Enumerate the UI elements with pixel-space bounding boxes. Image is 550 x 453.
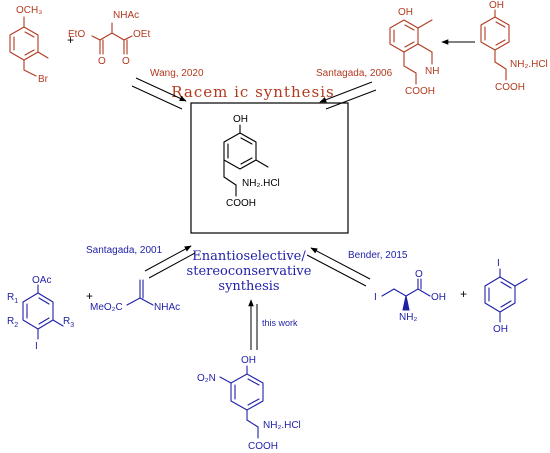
enantioselective-title: Enantioselective/ stereoconservative syn… xyxy=(187,249,312,294)
santagada-plus: + xyxy=(86,289,93,303)
wang-malonate xyxy=(91,22,133,55)
wang-arrow-a xyxy=(135,77,187,102)
tic-nh-label: NH xyxy=(425,66,439,77)
tic-molecule xyxy=(389,19,433,85)
nitrotyr-oh-label: OH xyxy=(241,355,256,366)
iodocresol-molecule xyxy=(484,268,528,323)
santagada-r2-label: R2 xyxy=(7,316,18,329)
wang-arrow-b xyxy=(131,85,183,110)
nitrotyr-o2n-label: O₂N xyxy=(197,373,216,384)
iodocresol-oh-label: OH xyxy=(493,324,508,335)
santagada-aryl xyxy=(22,284,64,340)
wang-oet-label: OEt xyxy=(133,29,150,40)
bender-arrow-b xyxy=(306,254,367,287)
center-oh-label: OH xyxy=(233,114,248,125)
center-acid-label: COOH xyxy=(226,198,256,209)
santagada-2006-arrow-b xyxy=(325,89,377,110)
iodoalanine-nh2-label: NH₂ xyxy=(399,312,417,323)
target-box xyxy=(190,102,349,234)
santagada-2001-arrow-b xyxy=(148,252,196,279)
meo2c-label: MeO₂C xyxy=(90,302,123,313)
tic-cooh-label: COOH xyxy=(405,86,435,97)
santagada-2001-citation: Santagada, 2001 xyxy=(86,245,163,256)
svg-text:Enantioselective/: Enantioselective/ xyxy=(192,249,306,264)
tyr-amine-label: NH₂.HCl xyxy=(510,59,548,70)
santagada-2006-citation: Santagada, 2006 xyxy=(316,68,393,79)
nitrotyr-amine-label: NH₂.HCl xyxy=(263,420,301,431)
santagada-r1-label: R1 xyxy=(7,292,18,305)
center-amine-label: NH₂.HCl xyxy=(242,178,280,189)
wang-eto-label: EtO xyxy=(68,29,85,40)
iodoalanine-oh-label: OH xyxy=(431,292,446,303)
santagada-oac-label: OAc xyxy=(32,275,51,286)
iodoalanine-i-label: I xyxy=(374,292,377,303)
tyrosine-molecule xyxy=(480,9,510,81)
bender-citation: Bender, 2015 xyxy=(348,250,408,261)
wang-methoxy-label: OCH₃ xyxy=(16,5,42,16)
dehydroalanine-molecule xyxy=(126,279,154,306)
racemic-title: Racem ic synthesis xyxy=(171,83,334,101)
dha-nhac-label: NHAc xyxy=(154,302,180,313)
wang-bromo-label: Br xyxy=(38,74,49,85)
tyr-oh-label: OH xyxy=(489,0,504,11)
iodoalanine-molecule xyxy=(381,278,431,311)
tyr-cooh-label: COOH xyxy=(495,82,525,93)
santagada-iodo-label: I xyxy=(35,341,38,352)
iodocresol-i-label: I xyxy=(497,258,500,269)
wang-aryl-bromide xyxy=(9,16,49,77)
wang-plus: + xyxy=(67,33,74,47)
nitrotyr-cooh-label: COOH xyxy=(248,441,278,452)
wang-nhac-label: NHAc xyxy=(113,10,139,21)
bender-arrow-a xyxy=(310,247,371,280)
this-work-citation: this work xyxy=(262,318,298,328)
svg-text:synthesis: synthesis xyxy=(218,279,279,294)
santagada-2006-arrow-a xyxy=(319,81,373,103)
wang-o1-label: O xyxy=(98,56,106,67)
santagada-2001-arrow-a xyxy=(144,245,192,272)
wang-o2-label: O xyxy=(122,56,130,67)
nitrotyrosine-molecule xyxy=(219,365,264,439)
svg-text:stereoconservative: stereoconservative xyxy=(187,264,312,279)
iodoalanine-o-label: O xyxy=(415,269,423,280)
wang-citation: Wang, 2020 xyxy=(150,68,204,79)
bender-plus: + xyxy=(460,287,467,301)
santagada-r3-label: R3 xyxy=(63,316,74,329)
tic-oh-label: OH xyxy=(398,7,413,18)
center-molecule xyxy=(223,124,269,197)
